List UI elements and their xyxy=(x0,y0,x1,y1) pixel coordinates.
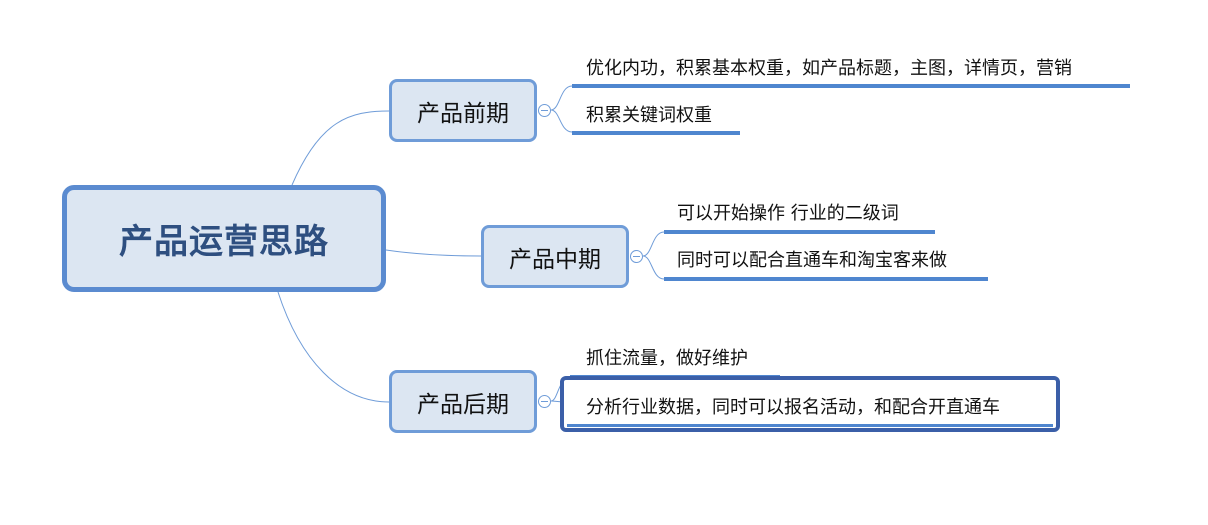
leaf-topic[interactable]: 同时可以配合直通车和淘宝客来做 xyxy=(677,250,947,271)
connector-root-to-mid xyxy=(385,249,482,257)
connector-mid-leaf-1 xyxy=(642,231,665,257)
leaf-topic-selected[interactable]: 分析行业数据，同时可以报名活动，和配合开直通车 xyxy=(586,397,1000,418)
branch-label: 产品前期 xyxy=(417,100,509,127)
connector-early-leaf-2 xyxy=(550,109,573,133)
branch-node-mid[interactable]: 产品中期 xyxy=(481,225,629,288)
leaf-topic[interactable]: 积累关键词权重 xyxy=(586,105,712,126)
leaf-topic[interactable]: 可以开始操作 行业的二级词 xyxy=(677,203,899,224)
branch-label: 产品后期 xyxy=(417,391,509,418)
leaf-underline xyxy=(664,277,988,281)
root-node[interactable]: 产品运营思路 xyxy=(62,185,386,292)
connector-mid-leaf-2 xyxy=(642,255,665,280)
leaf-underline xyxy=(572,131,740,135)
collapse-toggle-icon[interactable] xyxy=(538,395,551,408)
leaf-topic[interactable]: 优化内功，积累基本权重，如产品标题，主图，详情页，营销 xyxy=(586,58,1072,79)
root-label: 产品运营思路 xyxy=(119,222,329,262)
branch-node-late[interactable]: 产品后期 xyxy=(389,370,537,433)
connector-root-to-early xyxy=(291,110,390,186)
connector-root-to-late xyxy=(277,291,390,403)
leaf-underline xyxy=(572,84,1130,88)
collapse-toggle-icon[interactable] xyxy=(630,250,643,263)
leaf-underline xyxy=(567,424,1053,427)
selected-topic-frame[interactable] xyxy=(560,376,1060,432)
collapse-toggle-icon[interactable] xyxy=(538,104,551,117)
connector-early-leaf-1 xyxy=(550,85,573,111)
branch-node-early[interactable]: 产品前期 xyxy=(389,79,537,142)
branch-label: 产品中期 xyxy=(509,246,601,273)
leaf-underline xyxy=(664,230,935,234)
leaf-topic[interactable]: 抓住流量，做好维护 xyxy=(586,348,748,369)
